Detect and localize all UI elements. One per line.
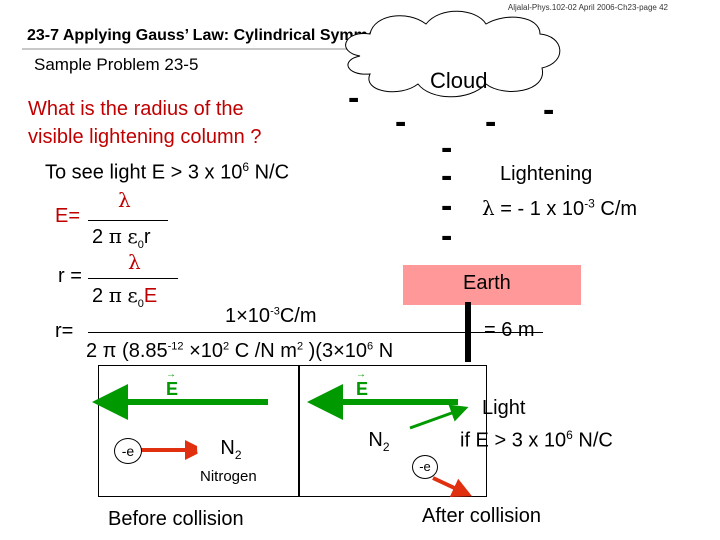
- e-field-label-before: → E: [166, 368, 178, 396]
- numerator-unit: C/m: [280, 305, 317, 327]
- e-label-before: E: [166, 382, 178, 396]
- earth-label: Earth: [463, 272, 511, 295]
- n2-after-sub: 2: [383, 440, 390, 454]
- numerator-base: 1×10: [225, 305, 270, 327]
- den-exp-6: 6: [367, 340, 373, 352]
- lambda-unit: C/m: [595, 198, 637, 220]
- electron-before: -e: [114, 438, 142, 464]
- formula-e-pi: π: [109, 224, 122, 248]
- formula-num-numerator: 1×10-3C/m: [225, 305, 317, 328]
- lambda-exponent: -3: [584, 196, 595, 210]
- lambda-value: = - 1 x 10: [495, 198, 585, 220]
- numerator-exponent: -3: [270, 305, 280, 317]
- electron-after: -e: [412, 455, 438, 479]
- condition-text: To see light E > 3 x 10: [45, 162, 242, 184]
- formula-e-r: r: [144, 226, 151, 248]
- slide-subtitle: Sample Problem 23-5: [34, 55, 198, 75]
- after-collision-label: After collision: [422, 505, 541, 528]
- question-line-1: What is the radius of the: [28, 95, 261, 123]
- light-label: Light: [482, 397, 525, 420]
- formula-r-two: 2: [92, 285, 103, 307]
- formula-e-two: 2: [92, 226, 103, 248]
- light-condition-unit: N/C: [573, 430, 613, 452]
- formula-e-numerator: λ: [118, 188, 131, 212]
- nitrogen-label: Nitrogen: [200, 468, 257, 485]
- formula-r-pi: π: [109, 283, 122, 307]
- visibility-condition: To see light E > 3 x 106 N/C: [45, 160, 289, 185]
- e-field-label-after: → E: [356, 368, 368, 396]
- den-part-a: 2 π (8.85: [86, 340, 168, 362]
- formula-r-numerator: λ: [128, 250, 141, 274]
- formula-r-denominator: 2 π ε0E: [92, 283, 157, 310]
- electron-before-label: -e: [122, 443, 134, 459]
- lambda-symbol: λ: [482, 196, 495, 220]
- formula-r-e: E: [144, 285, 157, 307]
- charge-minus-1: -: [348, 88, 359, 108]
- question-line-2: visible lightening column ?: [28, 123, 261, 151]
- formula-r-eps: ε: [127, 283, 137, 307]
- light-emission-arrow: [410, 410, 460, 428]
- den-exp-2a: 2: [223, 340, 229, 352]
- formula-e-denominator: 2 π ε0r: [92, 224, 151, 251]
- lightning-label: Lightening: [500, 163, 592, 186]
- electron-scatter-arrow: [433, 478, 463, 492]
- charge-density: λ = - 1 x 10-3 C/m: [482, 196, 637, 221]
- den-part-b: ×10: [189, 340, 223, 362]
- light-condition-text: if E > 3 x 10: [460, 430, 566, 452]
- condition-unit: N/C: [249, 162, 289, 184]
- den-exp-2b: 2: [297, 340, 303, 352]
- formula-e-fraction-bar: [88, 220, 168, 221]
- n2-before-sub: 2: [235, 448, 242, 462]
- question-text: What is the radius of the visible lighte…: [28, 95, 261, 151]
- den-part-c: C: [235, 340, 249, 362]
- charge-minus-4: -: [543, 100, 554, 120]
- n2-before: N: [220, 437, 234, 459]
- charge-minus-5: -: [441, 138, 452, 158]
- nitrogen-after: N2: [348, 412, 410, 468]
- den-part-f: N: [379, 340, 393, 362]
- light-condition-exp: 6: [566, 428, 573, 442]
- den-part-d: /N m: [255, 340, 297, 362]
- charge-minus-7: -: [441, 196, 452, 216]
- n2-after: N: [368, 429, 382, 451]
- formula-num-fraction-bar: [88, 332, 543, 333]
- charge-minus-8: -: [441, 226, 452, 246]
- before-collision-label: Before collision: [108, 508, 244, 531]
- den-part-e: )(3×10: [309, 340, 367, 362]
- den-exp-12: -12: [168, 340, 184, 352]
- light-condition: if E > 3 x 106 N/C: [460, 428, 613, 453]
- formula-r-fraction-bar: [88, 278, 178, 279]
- formula-num-lhs: r=: [55, 320, 73, 343]
- formula-e-lhs: E=: [55, 205, 80, 228]
- formula-result: = 6 m: [484, 319, 535, 342]
- charge-minus-6: -: [441, 166, 452, 186]
- electron-after-label: -e: [419, 459, 431, 474]
- cloud-label: Cloud: [430, 68, 487, 94]
- charge-minus-3: -: [485, 112, 496, 132]
- formula-r-lhs: r =: [58, 265, 82, 288]
- charge-minus-2: -: [395, 112, 406, 132]
- formula-e-eps: ε: [127, 224, 137, 248]
- e-label-after: E: [356, 382, 368, 396]
